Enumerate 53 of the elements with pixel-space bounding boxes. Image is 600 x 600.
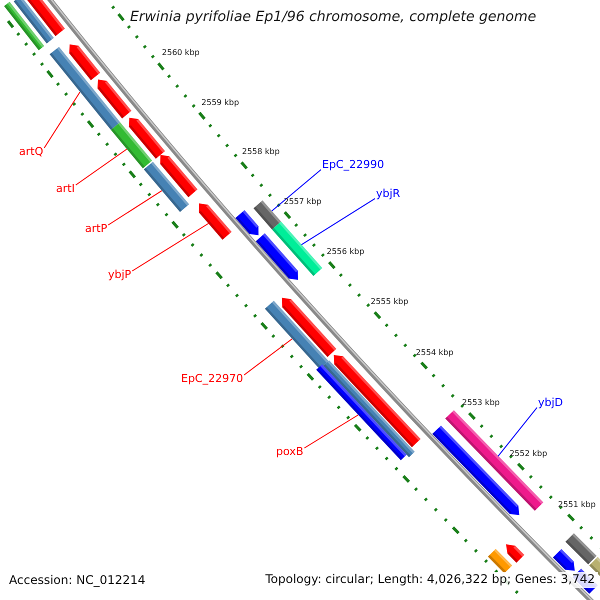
tick-label: 2555 kbp	[370, 297, 408, 306]
gene-label: EpC_22970	[181, 373, 244, 386]
accession-text: Accession: NC_012214	[9, 574, 146, 588]
gene-label: ybjP	[108, 269, 132, 282]
gene-block	[128, 118, 165, 159]
gene-block	[98, 80, 132, 118]
tick-label: 2558 kbp	[242, 147, 280, 157]
gene-block	[50, 46, 120, 130]
gene-block	[565, 533, 597, 564]
tick-label: 2554 kbp	[416, 348, 454, 357]
gene-block	[256, 233, 298, 280]
gene-block	[488, 548, 512, 574]
gene-block	[160, 154, 198, 198]
leader-line	[108, 190, 162, 226]
leader-line	[304, 414, 359, 448]
leader-line	[132, 223, 209, 272]
leader-line	[498, 407, 538, 457]
gene-block	[144, 162, 190, 212]
tick-label: 2557 kbp	[284, 197, 322, 206]
gene-label: poxB	[276, 446, 304, 459]
genome-info-text: Topology: circular; Length: 4,026,322 bp; Genes: 3,742	[262, 572, 598, 588]
leader-line	[244, 338, 293, 376]
gene-block	[14, 0, 54, 44]
gene-block	[69, 44, 100, 80]
gene-block	[316, 364, 407, 460]
gene-block	[4, 2, 44, 50]
leader-line	[271, 169, 322, 212]
gene-label: ybjR	[376, 188, 400, 201]
leader-line	[75, 148, 128, 186]
gene-label: EpC_22990	[322, 159, 384, 172]
gene-label: artI	[56, 183, 75, 196]
tick-label: 2559 kbp	[201, 98, 240, 107]
tick-label: 2552 kbp	[509, 448, 548, 458]
gene-block	[506, 544, 524, 563]
tick-label: 2551 kbp	[558, 500, 596, 509]
gene-block	[272, 222, 322, 276]
gene-block	[323, 360, 415, 458]
gene-block	[264, 300, 328, 370]
gene-block	[254, 200, 281, 230]
gene-label: artP	[85, 223, 108, 236]
tick-label: 2553 kbp	[462, 398, 500, 408]
gene-block	[198, 203, 232, 240]
gene-block	[235, 210, 258, 236]
gene-block	[282, 298, 336, 357]
tick-label: 2560 kbp	[162, 48, 200, 58]
gene-label: ybjD	[538, 397, 564, 410]
leader-line	[301, 198, 376, 246]
gene-block	[110, 122, 152, 168]
gene-label: artQ	[19, 146, 44, 159]
gene-block	[334, 355, 421, 448]
leader-line	[44, 92, 80, 148]
gene-block	[552, 549, 575, 571]
map-title: Erwinia pyrifoliae Ep1/96 chromosome, complete genome	[130, 9, 536, 26]
